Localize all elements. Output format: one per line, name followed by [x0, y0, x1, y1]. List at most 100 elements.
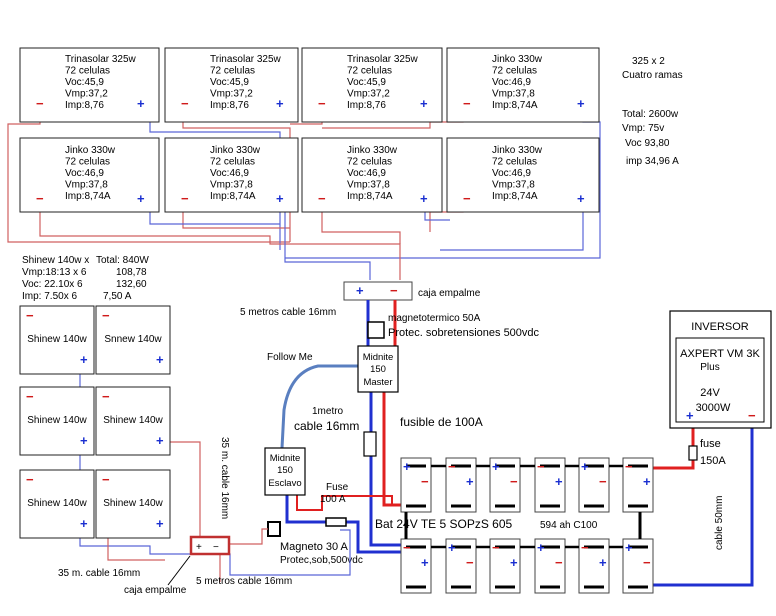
cable-50mm-label: cable 50mm — [714, 496, 725, 550]
battery-terminal: − — [510, 474, 518, 489]
battery-terminal: + — [537, 540, 545, 555]
panel-spec-line: 72 celulas — [210, 157, 255, 168]
array-branches: Cuatro ramas — [622, 70, 683, 81]
panel-spec-line: Jinko 330w — [492, 145, 543, 156]
shinew-positive-terminal: + — [80, 433, 88, 448]
battery-terminal: + — [492, 459, 500, 474]
battery-terminal: + — [421, 555, 429, 570]
panel-spec-line: Jinko 330w — [210, 145, 261, 156]
junction-box-bottom — [189, 535, 231, 556]
panel-spec-line: Voc:46,9 — [492, 77, 531, 88]
battery-terminal: − — [403, 540, 411, 555]
panel-positive-terminal: + — [137, 191, 145, 206]
solar-panel-frame — [19, 47, 160, 123]
shinew-summary: Shinew 140w x Vmp:18:13 x 6 Voc: 22.10x … — [22, 255, 149, 302]
panel-spec-line: 72 celulas — [492, 66, 537, 77]
panel-spec-line: Imp:8,74A — [65, 191, 111, 202]
battery-cell: −+ — [578, 538, 610, 594]
panel-negative-terminal: − — [181, 191, 189, 206]
panel-spec-line: Imp:8,74A — [210, 191, 256, 202]
midnite-master-line3: Master — [363, 377, 392, 388]
panel-spec-line: 72 celulas — [65, 157, 110, 168]
shinew-positive-terminal: + — [80, 352, 88, 367]
solar-panel-frame — [164, 47, 299, 123]
panel-positive-terminal: + — [276, 191, 284, 206]
shinew-negative-terminal: − — [102, 472, 110, 487]
midnite-slave-line2: 150 — [277, 465, 293, 476]
panel-spec-line: Imp:8,76 — [65, 100, 104, 111]
shinew-imp: Imp: 7.50x 6 — [22, 291, 77, 302]
midnite-slave-line3: Esclavo — [268, 478, 301, 489]
shinew-panel-label: Shinew 140w — [27, 415, 87, 426]
shinew-panel-frame — [19, 469, 95, 539]
fuse-150a — [688, 445, 698, 461]
battery-bank: +−−++−−++−−+−++−−++−−++− — [400, 457, 654, 594]
panel-spec-line: Vmp:37,8 — [492, 89, 535, 100]
solar-panel-frame — [164, 137, 299, 213]
shinew-vmp-total: 108,78 — [116, 267, 147, 278]
shinew-positive-terminal: + — [156, 433, 164, 448]
panel-spec-line: Imp:8,74A — [492, 191, 538, 202]
cable-35m-vertical-label: 35 m. cable 16mm — [219, 437, 230, 519]
junction-box-bottom-neg: − — [213, 542, 219, 553]
wire-sh-5 — [79, 530, 192, 555]
breaker-label: magnetotermico 50A — [388, 313, 481, 324]
array-total: Total: 2600w — [622, 109, 679, 120]
cable-inverter-pos — [636, 428, 695, 470]
junction-box-top-neg: − — [390, 283, 398, 298]
panel-negative-terminal: − — [36, 191, 44, 206]
panel-positive-terminal: + — [577, 191, 585, 206]
array-vmp: Vmp: 75v — [622, 123, 664, 134]
battery-cell: −+ — [400, 538, 432, 594]
panel-spec-line: 72 celulas — [210, 66, 255, 77]
wire-r2-pos4 — [440, 198, 584, 251]
battery-label: Bat 24V TE 5 SOPzS 605 — [375, 517, 513, 531]
panel-negative-terminal: − — [318, 191, 326, 206]
shinew-panel: Snnew 140w+− — [95, 305, 171, 375]
midnite-slave-line1: Midnite — [270, 453, 301, 464]
panel-spec-line: Trinasolar 325w — [347, 54, 419, 65]
panel-spec-line: Voc:45,9 — [65, 77, 104, 88]
shinew-negative-terminal: − — [102, 389, 110, 404]
cable-inverter-neg — [640, 428, 754, 587]
battery-terminal: + — [403, 459, 411, 474]
shinew-panel: Shinew 140w+− — [95, 469, 171, 539]
shinew-voc: Voc: 22.10x 6 — [22, 279, 83, 290]
panel-spec-line: Voc:46,9 — [210, 168, 249, 179]
battery-terminal: − — [643, 555, 651, 570]
shinew-title: Shinew 140w x — [22, 255, 89, 266]
battery-cell: +− — [622, 538, 654, 594]
battery-terminal: + — [466, 474, 474, 489]
junction-box-top-label: caja empalme — [418, 288, 481, 299]
wire-r2-neg3 — [321, 198, 401, 244]
midnite-master-line2: 150 — [370, 364, 386, 375]
shinew-panel-frame — [19, 305, 95, 375]
array-imp: imp 34,96 A — [626, 156, 679, 167]
array-voc: Voc 93,80 — [625, 138, 670, 149]
midnite-slave — [264, 447, 306, 496]
panel-spec-line: Voc:45,9 — [210, 77, 249, 88]
cable-5m-bottom-label: 5 metros cable 16mm — [196, 576, 292, 587]
battery-cell: +− — [489, 457, 521, 513]
panel-spec-line: 72 celulas — [492, 157, 537, 168]
junction-box-bottom-label: caja empalme — [124, 585, 187, 596]
panel-positive-terminal: + — [577, 96, 585, 111]
panel-spec-line: Imp:8,76 — [347, 100, 386, 111]
magneto-30a — [267, 521, 281, 537]
solar-panel-frame — [446, 47, 600, 123]
cable-slave-bat-pos — [285, 495, 410, 554]
battery-cell: +− — [445, 538, 477, 594]
battery-terminal: + — [448, 540, 456, 555]
shinew-negative-terminal: − — [26, 308, 34, 323]
panel-positive-terminal: + — [420, 96, 428, 111]
inverter-inner — [675, 337, 765, 423]
cable-slave-bat-neg — [296, 495, 393, 511]
shinew-vmp: Vmp:18:13 x 6 — [22, 267, 87, 278]
fuse-slave-label-a: Fuse — [326, 482, 349, 493]
battery-terminal: + — [510, 555, 518, 570]
panel-spec-line: Vmp:37,8 — [65, 180, 108, 191]
wire-r2-neg — [39, 198, 401, 280]
panel-spec-line: Jinko 330w — [347, 145, 398, 156]
